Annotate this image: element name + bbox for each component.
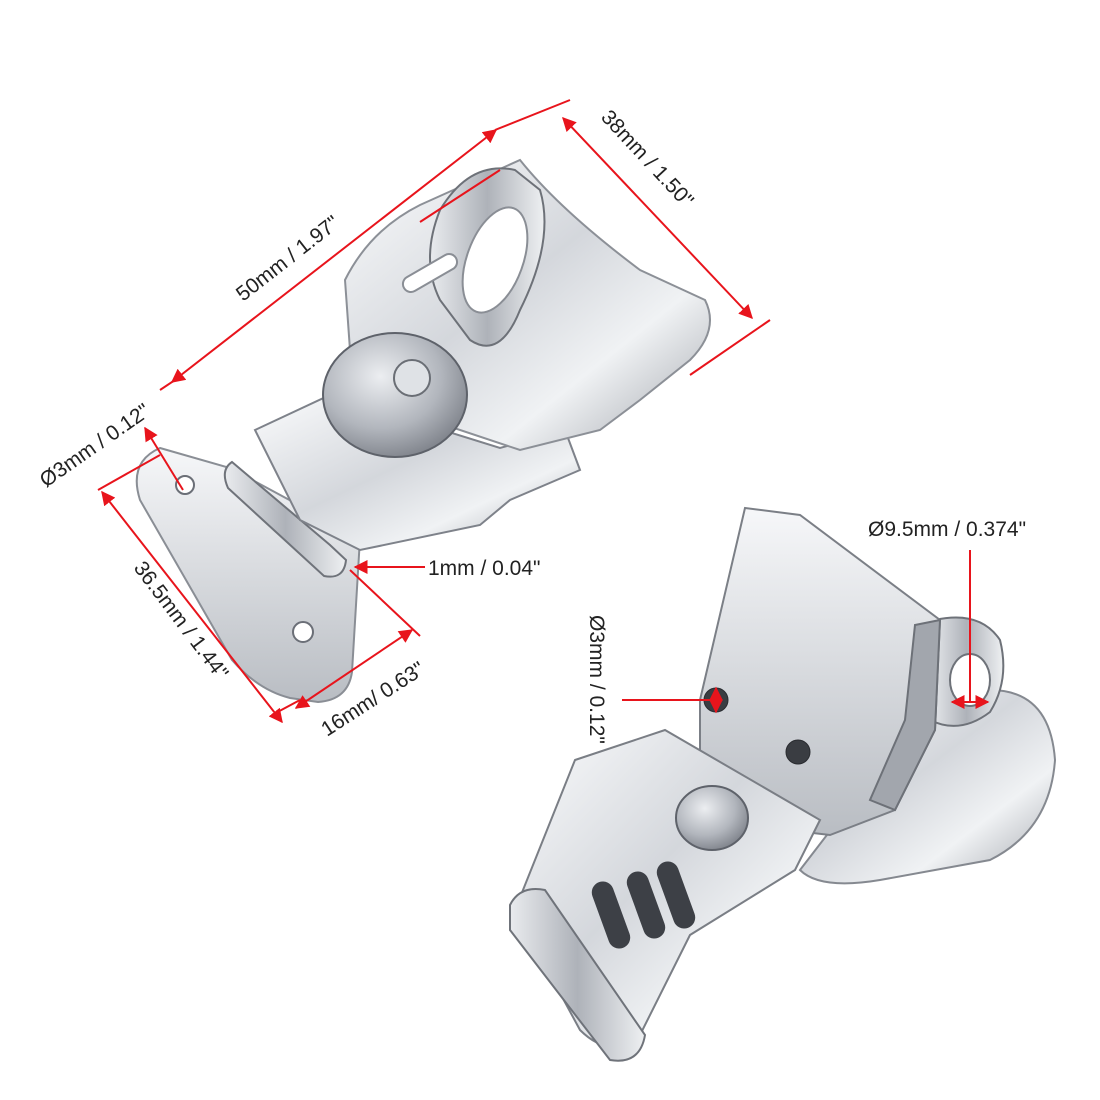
hinge-barrel [223,460,348,578]
dim-line-plate-length [101,490,283,724]
dim-line-hole-left [144,426,184,491]
dim-line-width [562,116,753,320]
cam-rivet [393,359,431,397]
label-hole-right: Ø3mm / 0.12" [585,615,608,744]
latch-left [135,158,711,704]
cam-disk [322,332,468,458]
dim-line-plate-width [294,629,414,709]
slider-slot-1 [591,881,631,949]
housing-side [868,618,942,812]
dimension-lines [97,99,990,724]
label-thickness: 1mm / 0.04" [428,557,541,580]
slider-knob [675,785,749,851]
plate-hole-top [175,475,195,495]
slider-slot-2 [626,871,666,939]
slider-slot-3 [656,861,696,929]
label-eye-hole: Ø9.5mm / 0.374" [868,518,1026,541]
latch-right [509,506,1057,1062]
dim-line-length [170,129,498,383]
plate-hole-bottom [292,621,314,643]
housing-hole-2 [785,739,811,765]
rear-wing [798,688,1057,885]
label-width: 38mm / 1.50" [596,106,698,213]
front-lip [509,888,647,1062]
